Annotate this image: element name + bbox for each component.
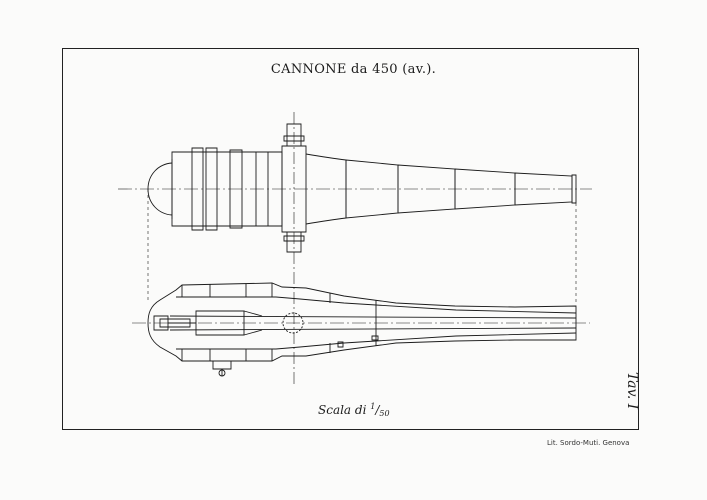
cannon-elevation-view bbox=[118, 124, 592, 252]
hoop-2 bbox=[206, 148, 217, 230]
projection-lines bbox=[148, 189, 576, 304]
section-outer-profile bbox=[148, 283, 576, 361]
hoop-1 bbox=[192, 148, 203, 230]
scale-label: Scala di 1/50 bbox=[318, 402, 390, 418]
plate-border bbox=[62, 48, 639, 430]
scale-denominator: 50 bbox=[379, 409, 390, 418]
muzzle bbox=[572, 175, 576, 203]
breech-bracket bbox=[213, 361, 231, 369]
scale-numerator: 1 bbox=[370, 402, 376, 411]
bore-top bbox=[170, 316, 576, 318]
trunnion-section-circle bbox=[283, 313, 303, 333]
chase-section-4 bbox=[455, 169, 515, 209]
plate-title: CANNONE da 450 (av.). bbox=[270, 62, 437, 77]
bore-bottom bbox=[170, 328, 576, 330]
hoop-3 bbox=[230, 150, 242, 228]
cannon-section-view bbox=[132, 283, 590, 376]
plate-number: Tav. I bbox=[624, 372, 640, 410]
lithographer-credit: Lit. Sordo-Muti. Genova bbox=[547, 439, 630, 447]
scale-prefix: Scala di bbox=[318, 403, 367, 417]
